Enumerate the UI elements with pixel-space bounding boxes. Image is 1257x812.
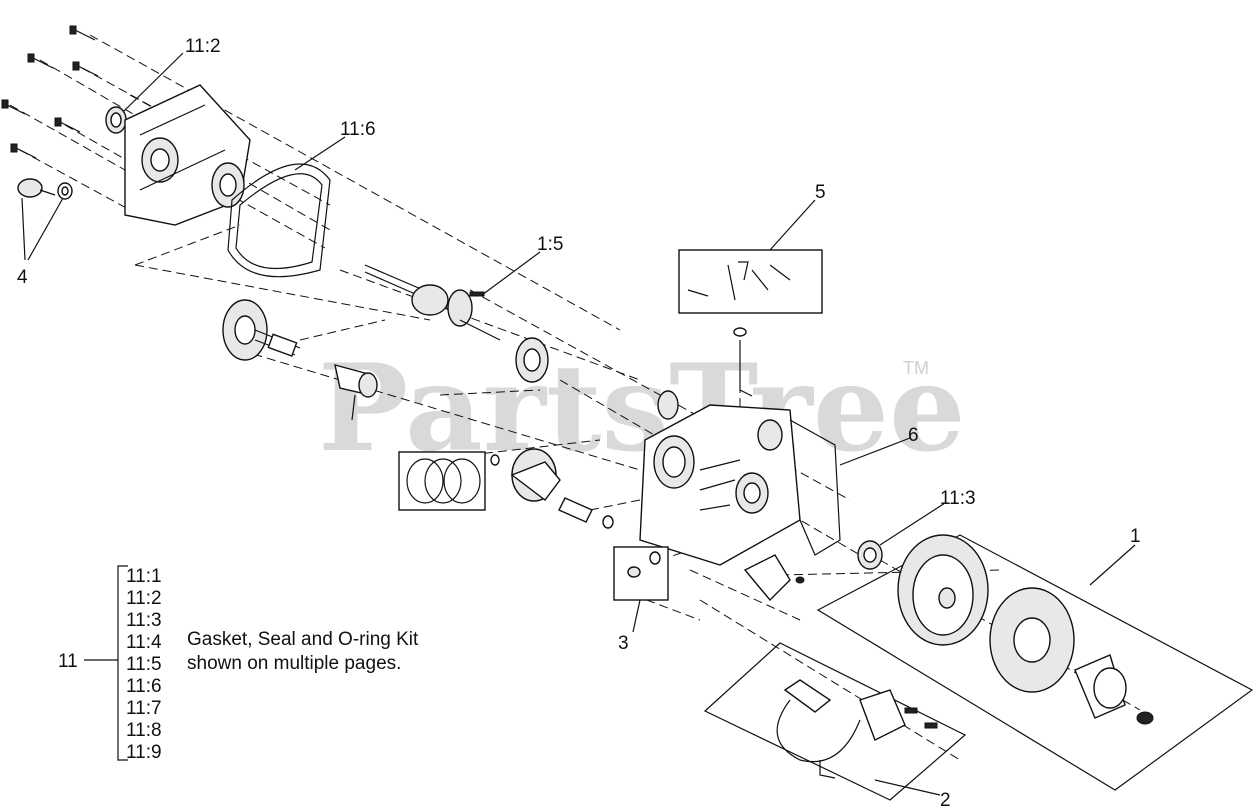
piston xyxy=(490,448,561,502)
crankcase-block xyxy=(639,390,801,566)
flywheel-assembly xyxy=(816,534,1254,791)
crankcase-cover-bolts xyxy=(1,25,99,159)
piston-rings-kit xyxy=(398,451,486,511)
callout-11-2[interactable]: 11:2 xyxy=(185,36,221,57)
callout-2[interactable]: 2 xyxy=(940,790,951,811)
kit-item[interactable]: 11:5 xyxy=(126,654,162,675)
watermark-trademark: TM xyxy=(903,358,929,378)
callout-4[interactable]: 4 xyxy=(17,267,28,288)
side-gasket xyxy=(789,419,841,556)
connecting-rod xyxy=(334,364,378,421)
kit-item[interactable]: 11:8 xyxy=(126,720,162,741)
drain-plug-kit xyxy=(613,546,669,601)
ignition-coil-assembly xyxy=(703,642,967,801)
kit-description-line2: shown on multiple pages. xyxy=(187,653,401,674)
callout-1-5[interactable]: 1:5 xyxy=(537,234,563,255)
leader-lines xyxy=(21,52,1136,796)
kit-legend: 11 11:1 11:2 11:3 11:4 11:5 11:6 11:7 11… xyxy=(58,565,419,763)
crankcase-gasket xyxy=(227,163,331,278)
kit-item[interactable]: 11:6 xyxy=(126,676,162,697)
callout-5[interactable]: 5 xyxy=(815,182,826,203)
callout-6[interactable]: 6 xyxy=(908,425,919,446)
kit-item[interactable]: 11:9 xyxy=(126,742,162,763)
breather-cover xyxy=(743,554,805,602)
kit-item[interactable]: 11:7 xyxy=(126,698,162,719)
kit-item[interactable]: 11:3 xyxy=(126,610,162,631)
callout-3[interactable]: 3 xyxy=(618,633,629,654)
kit-number[interactable]: 11 xyxy=(58,651,78,672)
callout-11-3[interactable]: 11:3 xyxy=(940,488,976,509)
piston-pin xyxy=(558,497,614,529)
kit-item[interactable]: 11:4 xyxy=(126,632,162,653)
governor-kit xyxy=(678,249,823,397)
oil-fill-plug xyxy=(17,178,73,200)
kit-item[interactable]: 11:1 xyxy=(126,566,162,587)
camshaft-assembly xyxy=(222,299,301,361)
callout-11-6[interactable]: 11:6 xyxy=(340,119,376,140)
kit-description-line1: Gasket, Seal and O-ring Kit xyxy=(187,629,419,650)
callout-1[interactable]: 1 xyxy=(1130,526,1141,547)
kit-item[interactable]: 11:2 xyxy=(126,588,162,609)
crankshaft xyxy=(364,264,501,341)
